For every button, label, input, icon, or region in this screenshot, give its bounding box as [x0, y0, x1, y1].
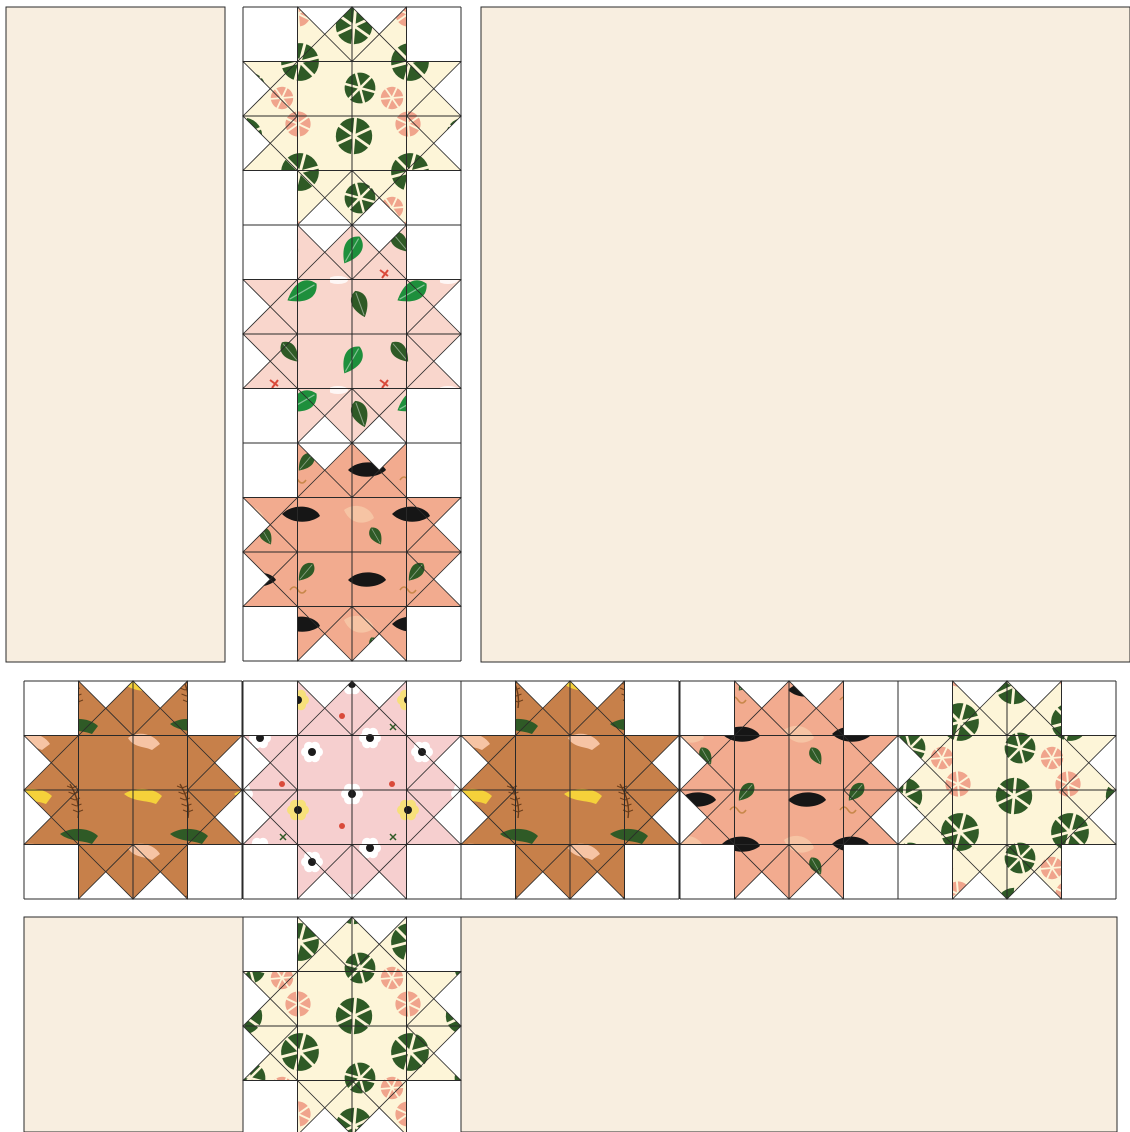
left-bottom-panel [24, 917, 243, 1132]
ochre-hands-star-block-2 [461, 681, 679, 899]
right-top-panel [481, 7, 1130, 662]
left-top-panel [6, 7, 225, 662]
ochre-hands-star-block-1 [24, 681, 242, 899]
cream-panels [6, 7, 1130, 1132]
pink-floral-star-block [243, 681, 461, 899]
monstera-star-block-bottom [243, 917, 461, 1132]
salmon-faces-star-block-horizontal [680, 681, 898, 899]
monstera-star-block-row [898, 681, 1116, 899]
right-bottom-panel [461, 917, 1117, 1132]
salmon-faces-star-block-vertical [243, 443, 461, 661]
pink-leaf-star-block [243, 225, 461, 443]
monstera-star-block-top [243, 7, 461, 225]
